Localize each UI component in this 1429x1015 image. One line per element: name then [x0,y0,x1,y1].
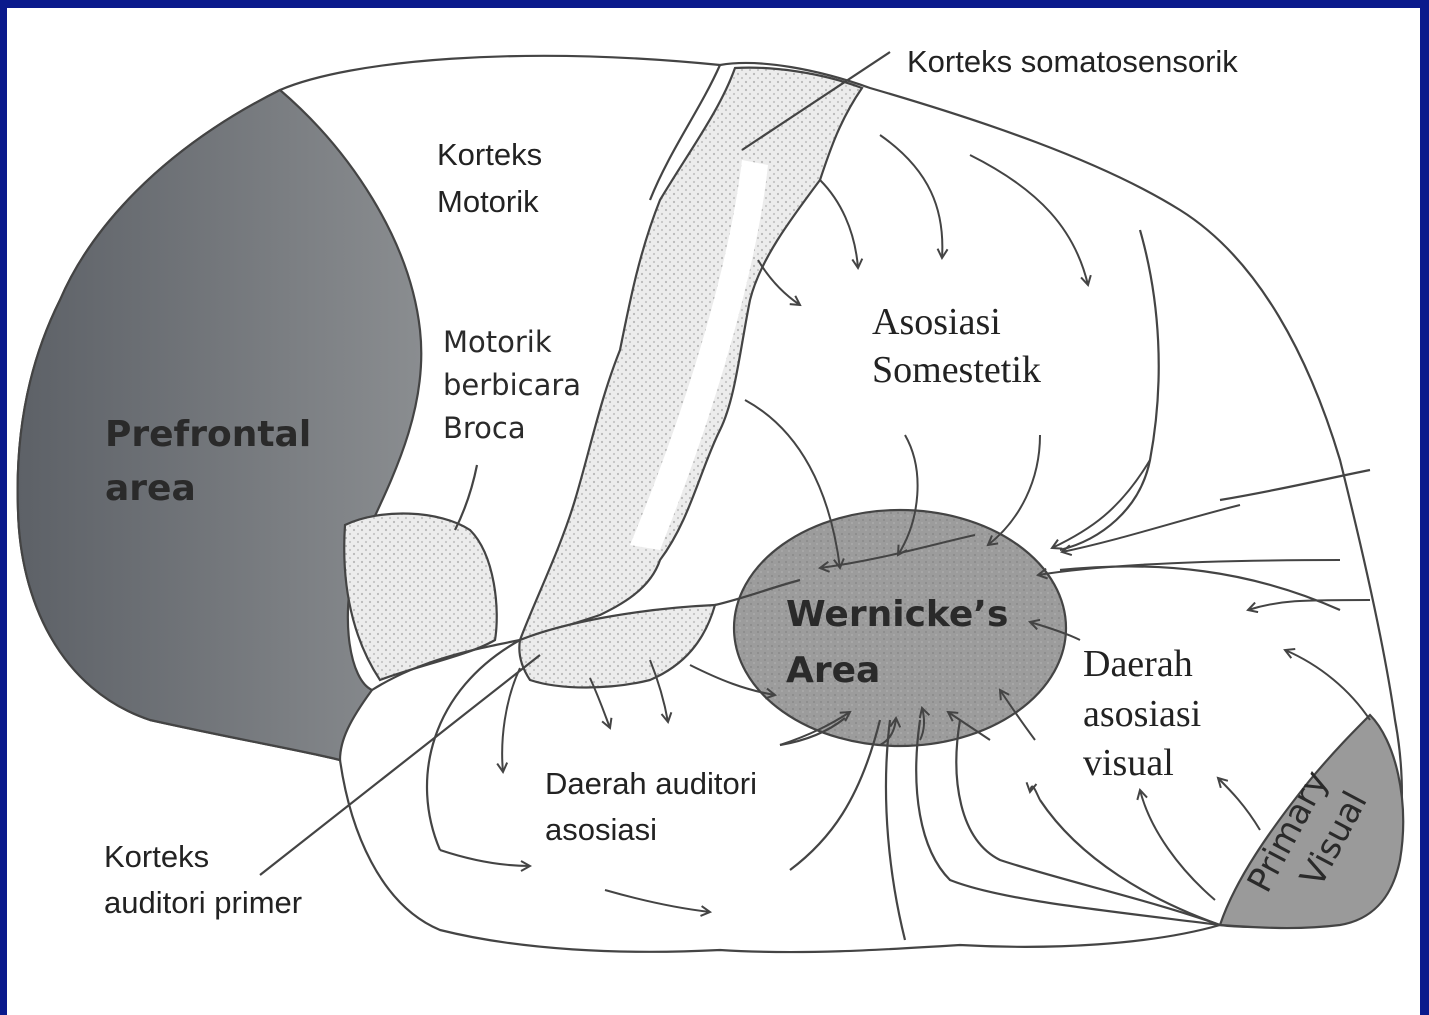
label-auditori-primer-2: auditori primer [104,885,302,920]
broca-region [344,514,497,680]
label-korteks-motorik-1: Korteks [437,137,542,172]
label-visual-assoc-2: asosiasi [1083,693,1201,735]
label-prefrontal-1: Prefrontal [105,414,311,455]
label-prefrontal-2: area [105,468,196,509]
parietal-contour [1060,230,1159,550]
temporal-inner-contour [427,640,520,850]
label-wernicke-1: Wernicke’s [786,594,1008,635]
temporal-fan-1 [886,720,905,940]
label-broca-1: Motorik [443,325,552,359]
broca-callout-line [455,465,477,530]
occipital-contour-2 [1220,470,1370,500]
label-auditori-assoc-1: Daerah auditori [545,766,757,801]
occipital-contour [1060,566,1340,610]
label-wernicke-2: Area [786,650,880,691]
label-korteks-motorik-2: Motorik [437,184,539,219]
label-broca-3: Broca [443,411,526,445]
label-broca-2: berbicara [443,368,581,402]
label-visual-assoc-3: visual [1083,742,1174,784]
label-korteks-somatosensorik: Korteks somatosensorik [907,44,1238,79]
label-visual-assoc-1: Daerah [1083,643,1193,685]
label-auditori-assoc-2: asosiasi [545,812,657,847]
label-auditori-primer-1: Korteks [104,839,209,874]
label-asosiasi-2: Somestetik [872,349,1041,391]
visual-fan-3 [916,720,1220,925]
label-asosiasi-1: Asosiasi [872,301,1001,343]
